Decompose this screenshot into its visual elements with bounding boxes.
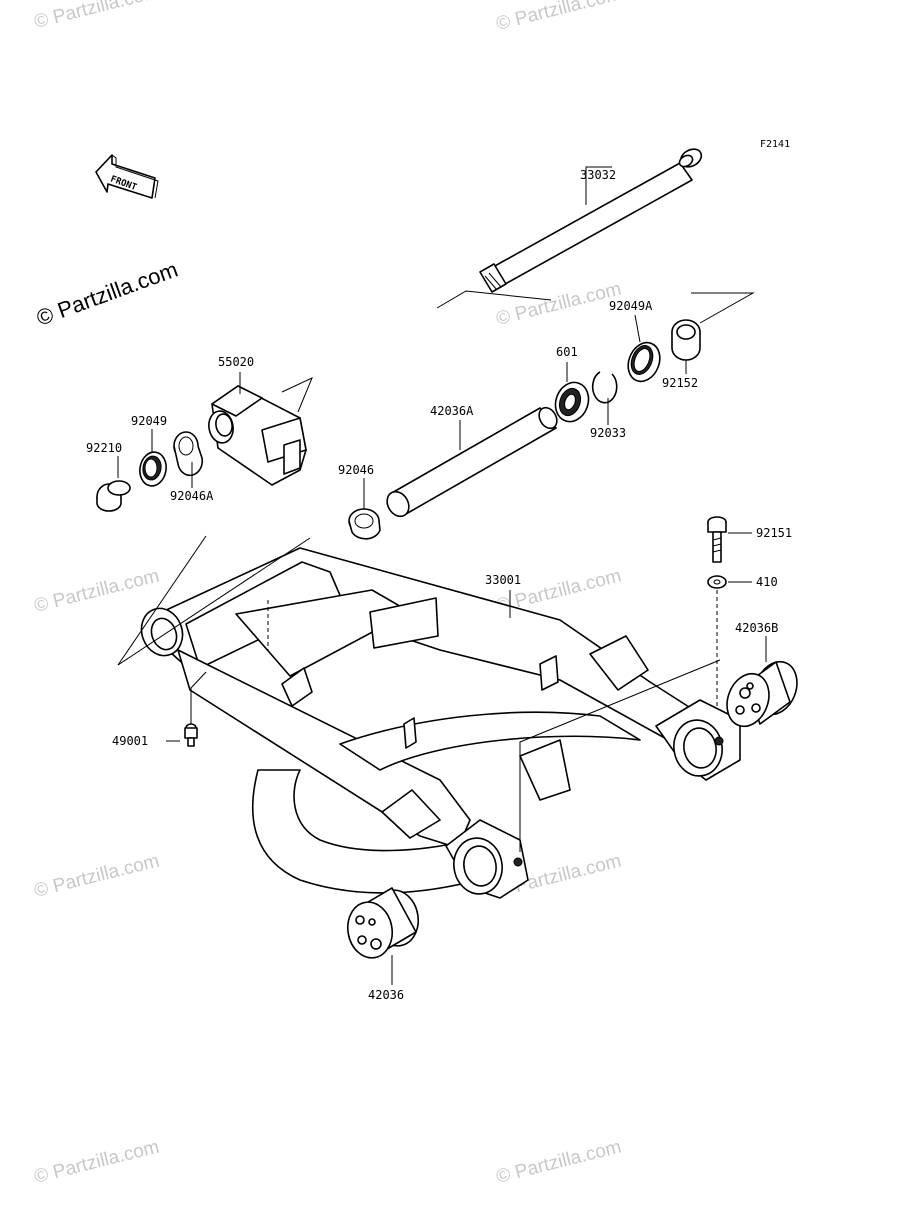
part-label[interactable]: 42036B (735, 621, 778, 635)
watermark: © Partzilla.com (32, 0, 161, 33)
circlip-92033 (591, 371, 618, 404)
figure-code: F2141 (760, 139, 790, 150)
collar-92152 (671, 319, 701, 361)
pivot-shaft (479, 148, 703, 293)
part-label[interactable]: 410 (756, 575, 778, 589)
part-label[interactable]: 92210 (86, 441, 122, 455)
part-label[interactable]: 33001 (485, 573, 521, 587)
front-arrow-icon: FRONT (95, 154, 159, 199)
watermark: © Partzilla.com (494, 1137, 623, 1188)
part-label[interactable]: 33032 (580, 168, 616, 182)
brand-watermark: © Partzilla.com (33, 257, 181, 331)
part-label[interactable]: 42036A (430, 404, 474, 418)
watermark: © Partzilla.com (32, 851, 161, 902)
part-label[interactable]: 92046A (170, 489, 214, 503)
grease-fitting-49001 (184, 723, 198, 747)
needle-bearing-92046A (173, 431, 204, 477)
ball-bearing-601 (554, 381, 590, 423)
swing-arm-33001 (140, 547, 741, 899)
seal-92049 (139, 451, 167, 487)
watermark: © Partzilla.com (32, 1137, 161, 1188)
part-label[interactable]: 55020 (218, 355, 254, 369)
part-label[interactable]: 92033 (590, 426, 626, 440)
part-label[interactable]: 92046 (338, 463, 374, 477)
seal-92049A (627, 341, 661, 383)
part-label[interactable]: 42036 (368, 988, 404, 1002)
part-label[interactable]: 601 (556, 345, 578, 359)
needle-bearing-92046 (348, 508, 381, 540)
part-label[interactable]: 92049A (609, 299, 653, 313)
watermark: © Partzilla.com (494, 279, 623, 330)
part-label[interactable]: 92152 (662, 376, 698, 390)
part-label[interactable]: 92049 (131, 414, 167, 428)
washer-410 (707, 575, 727, 589)
bolt-92151 (707, 516, 727, 563)
chain-guide-55020 (208, 385, 307, 486)
part-label[interactable]: 92151 (756, 526, 792, 540)
sleeve-42036A (386, 406, 558, 518)
collar-92210 (96, 480, 131, 512)
damper-42036B (726, 660, 798, 728)
damper-42036 (346, 887, 420, 959)
watermark: © Partzilla.com (32, 566, 161, 617)
watermark: © Partzilla.com (494, 0, 623, 35)
part-label[interactable]: 49001 (112, 734, 148, 748)
part-labels: 33032 92049A 92152 601 92033 55020 42036… (86, 168, 792, 1002)
